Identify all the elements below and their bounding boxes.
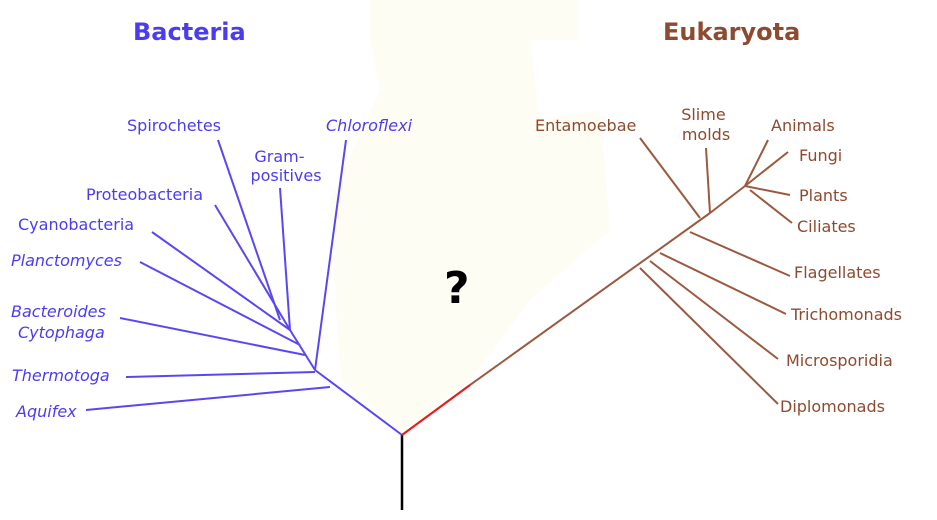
bacteroides-branch-line xyxy=(119,317,306,356)
flagellates-branch-line xyxy=(689,231,791,277)
microsporidia-branch-line xyxy=(649,260,779,360)
proteobacteria-label: Proteobacteria xyxy=(86,185,203,204)
bacteroides-cytophaga-label: Bacteroides Cytophaga xyxy=(11,302,111,342)
plants-label: Plants xyxy=(799,186,848,205)
fungi-label: Fungi xyxy=(799,146,842,165)
eukaryota-trunk-line xyxy=(469,212,711,386)
bacteria-trunk-upper-line xyxy=(289,329,316,371)
planctomyces-label: Planctomyces xyxy=(11,251,122,270)
archaea-region-background xyxy=(330,0,610,435)
gram-positives-branch-line xyxy=(279,187,291,331)
bacteria-labels: Spirochetes Chloroflexi Gram- positives … xyxy=(11,116,413,421)
eukaryota-title: Eukaryota xyxy=(663,18,800,46)
proteobacteria-branch-line xyxy=(214,204,291,331)
entamoebae-branch-line xyxy=(639,137,701,219)
chloroflexi-label: Chloroflexi xyxy=(326,116,413,135)
ciliates-branch-line xyxy=(749,189,793,224)
ciliates-label: Ciliates xyxy=(797,217,856,236)
animals-branch-line xyxy=(744,139,769,187)
spirochetes-branch-line xyxy=(217,139,281,321)
planctomyces-branch-line xyxy=(139,261,301,346)
diplomonads-label: Diplomonads xyxy=(780,397,885,416)
bacteria-branches xyxy=(85,139,403,436)
cyanobacteria-branch-line xyxy=(151,231,291,331)
slime-molds-label: Slime molds xyxy=(681,105,731,144)
microsporidia-label: Microsporidia xyxy=(786,351,893,370)
thermotoga-branch-line xyxy=(125,371,316,378)
cyanobacteria-label: Cyanobacteria xyxy=(18,215,134,234)
trichomonads-label: Trichomonads xyxy=(790,305,902,324)
eukaryota-branches xyxy=(401,137,793,436)
diplomonads-branch-line xyxy=(639,267,779,405)
aquifex-label: Aquifex xyxy=(15,402,77,421)
animals-label: Animals xyxy=(771,116,835,135)
eukaryota-labels: Entamoebae Slime molds Animals Fungi Pla… xyxy=(535,105,902,416)
plants-branch-line xyxy=(744,185,791,196)
archaea-unknown-mark: ? xyxy=(444,263,470,314)
highlight-branch-line xyxy=(401,384,471,436)
gram-positives-label: Gram- positives xyxy=(250,147,321,185)
thermotoga-label: Thermotoga xyxy=(12,366,110,385)
fungi-branch-line xyxy=(744,151,789,187)
aquifex-branch-line xyxy=(85,386,331,411)
spirochetes-label: Spirochetes xyxy=(127,116,221,135)
bacteria-title: Bacteria xyxy=(133,18,246,46)
chloroflexi-branch-line xyxy=(314,139,347,371)
trichomonads-branch-line xyxy=(659,252,787,315)
flagellates-label: Flagellates xyxy=(794,263,881,282)
slime-molds-branch-line xyxy=(705,147,711,214)
entamoebae-label: Entamoebae xyxy=(535,116,636,135)
eukaryota-trunk-upper-line xyxy=(709,185,746,214)
bacteria-trunk-line xyxy=(314,369,403,436)
